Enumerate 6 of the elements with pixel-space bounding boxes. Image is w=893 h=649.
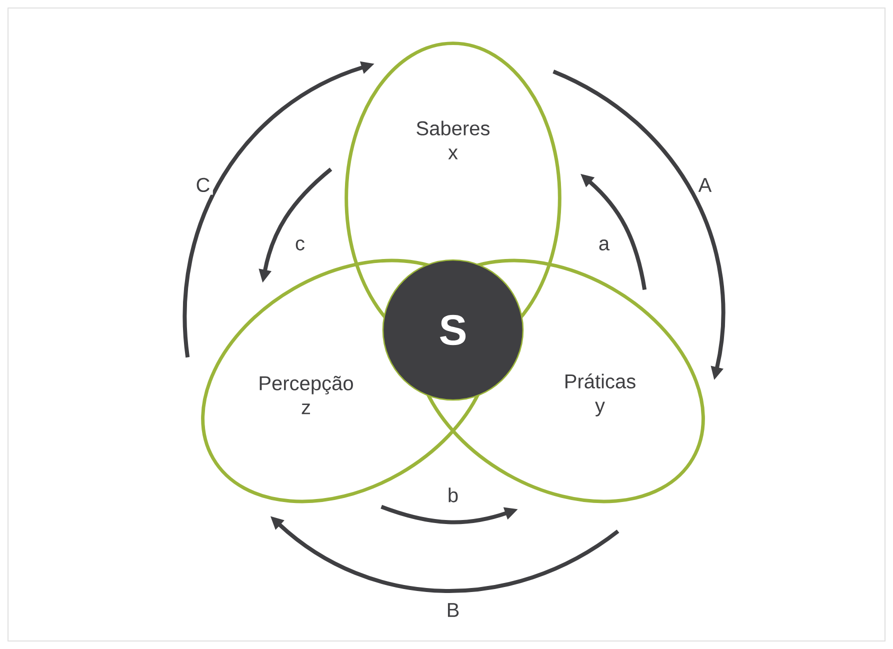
- edge-label: C: [196, 178, 210, 192]
- edge-label: A: [698, 178, 712, 192]
- edge-label: c: [296, 240, 304, 250]
- edge-label: B: [448, 603, 459, 617]
- edge-label: a: [599, 240, 610, 250]
- edge-label: b: [448, 488, 458, 502]
